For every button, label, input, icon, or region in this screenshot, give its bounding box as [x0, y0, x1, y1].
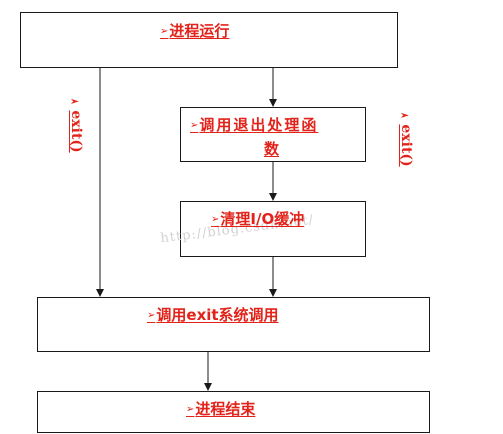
label-flush-io-buffer: ➢清理I/O缓冲	[211, 210, 305, 228]
label-process-terminated: ➢进程结束	[186, 400, 256, 418]
bullet-arrow-icon: ➢	[160, 26, 169, 37]
box-process-terminated	[37, 391, 430, 433]
bullet-arrow-icon: ➢	[211, 214, 220, 225]
label-call-exit-syscall: ➢调用exit系统调用	[147, 306, 279, 324]
side-label-left: ➢exit()	[68, 96, 84, 153]
label-call-exit-handler-cont: 数	[264, 140, 280, 158]
label-call-exit-handler: ➢调用退出处理函	[190, 116, 319, 134]
box-process-running	[20, 12, 398, 68]
bullet-arrow-icon: ➢	[147, 310, 156, 321]
side-label-right: ➢exit()	[398, 110, 414, 167]
box-call-exit-syscall	[37, 297, 430, 352]
side-bullet-icon: ➢	[400, 110, 409, 122]
box-call-exit-handler	[180, 107, 366, 162]
bullet-arrow-icon: ➢	[186, 404, 195, 415]
bullet-arrow-icon: ➢	[190, 120, 199, 131]
label-process-running: ➢进程运行	[160, 22, 230, 40]
box-flush-io-buffer	[180, 201, 366, 257]
side-bullet-icon: ➢	[70, 96, 79, 108]
